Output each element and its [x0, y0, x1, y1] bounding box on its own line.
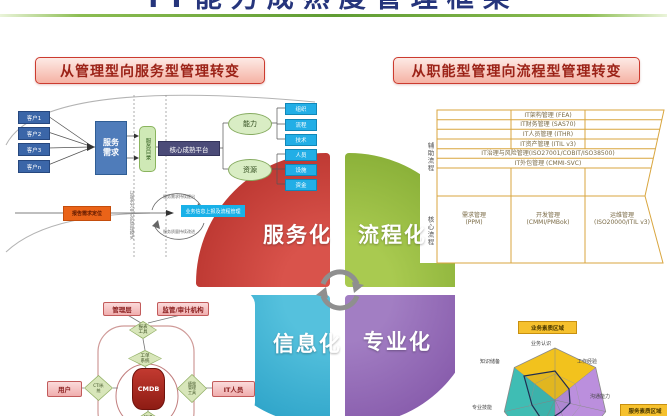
- service-catalog-label: 服务目录: [144, 138, 151, 160]
- business-report-box: 业务信息上报及流程管理: [181, 205, 245, 217]
- cycle-bottom-label: 服务质量持续改进: [163, 229, 195, 234]
- radar-axis-experience: 工作经验: [577, 359, 598, 365]
- customer-box-3: 客户3: [18, 143, 50, 156]
- resource-ellipse: 资源: [228, 159, 272, 181]
- label-informatization: 信息化: [273, 332, 342, 356]
- radar-axis-biz: 业务认识: [531, 341, 552, 347]
- service-demand-label: 服务需求: [103, 138, 119, 157]
- table-row: IT人员管理 (ITHR): [522, 130, 574, 138]
- biz-quality-region-box: 业务素质区域: [518, 321, 577, 334]
- table-panel: [420, 110, 664, 263]
- capability-ellipse: 能力: [228, 113, 272, 135]
- table-row: IT架构管理 (FEA): [524, 111, 572, 119]
- core-platform-box: 核心成熟平台: [158, 141, 220, 156]
- table-row: IT资产管理 (ITIL v3): [520, 140, 576, 148]
- service-catalog-box: 服务目录: [139, 126, 156, 172]
- table-row: IT外包管理 (CMMI-SVC): [514, 159, 582, 167]
- core-col-demand: 需求管理 (PPM): [461, 212, 486, 226]
- lane-label: 以服务为中心的管理模式: [129, 190, 134, 240]
- cycle-top-label: 服务需求持续提出: [163, 194, 195, 199]
- report-tool-label: 报表工具: [138, 325, 148, 335]
- core-col-ops: 运维管理 (ISO20000/ITIL v3): [594, 212, 650, 226]
- resource-item-fund: 资金: [285, 179, 317, 191]
- resource-item-people: 人员: [285, 149, 317, 161]
- audit-box: 监管/审计机构: [157, 302, 209, 316]
- header-process-transform: 从职能型管理向流程型管理转变: [393, 57, 640, 84]
- radar-axis-communication: 沟通能力: [590, 394, 611, 400]
- label-professionalization: 专业化: [363, 330, 432, 354]
- aux-process-label: 辅助流程: [426, 142, 434, 172]
- it-staff-box: IT人员: [212, 381, 255, 397]
- title-divider: [0, 14, 667, 17]
- radar-chart: [503, 347, 607, 416]
- management-box: 管理层: [103, 302, 141, 316]
- report-tool-diamond: 报表工具: [129, 321, 157, 339]
- report-positioning-box: 报告需求定位: [63, 206, 111, 221]
- table-row: IT治理与风险管理(ISO27001/COBIT/ISO38500): [481, 150, 615, 158]
- user-box: 用户: [47, 381, 82, 397]
- resource-item-facility: 设施: [285, 164, 317, 176]
- core-col-dev: 开发管理 (CMMI/PMBok): [526, 212, 570, 226]
- label-servicization: 服务化: [263, 223, 332, 247]
- ticket-system-label: 工单系统: [140, 353, 150, 364]
- customer-box-1: 客户1: [18, 111, 50, 124]
- customer-box-n: 客户n: [18, 160, 50, 173]
- cti-system-label: CTI系统: [93, 383, 104, 393]
- customer-box-2: 客户2: [18, 127, 50, 140]
- label-processization: 流程化: [358, 223, 427, 247]
- service-quality-region-box: 服务素质区域: [620, 404, 667, 416]
- capability-item-tech: 技术: [285, 134, 317, 146]
- header-service-transform: 从管理型向服务型管理转变: [35, 57, 265, 84]
- ticket-system-diamond: 工单系统: [128, 350, 162, 367]
- radar-axis-skill: 专业技能: [472, 405, 493, 411]
- kb-diamond: 知识库: [133, 411, 163, 416]
- capability-item-process: 流程: [285, 119, 317, 131]
- perf-tool-label: 绩效管理工具: [188, 380, 196, 395]
- core-process-label: 核心流程: [426, 216, 434, 246]
- cmdb-cylinder: CMDB: [132, 368, 165, 410]
- table-row: IT财务管理 (SAS70): [520, 121, 576, 129]
- capability-item-org: 组织: [285, 103, 317, 115]
- cycle-arrows-icon: [316, 269, 364, 311]
- radar-axis-knowledge: 知识储备: [480, 359, 501, 365]
- service-demand-box: 服务需求: [95, 121, 127, 175]
